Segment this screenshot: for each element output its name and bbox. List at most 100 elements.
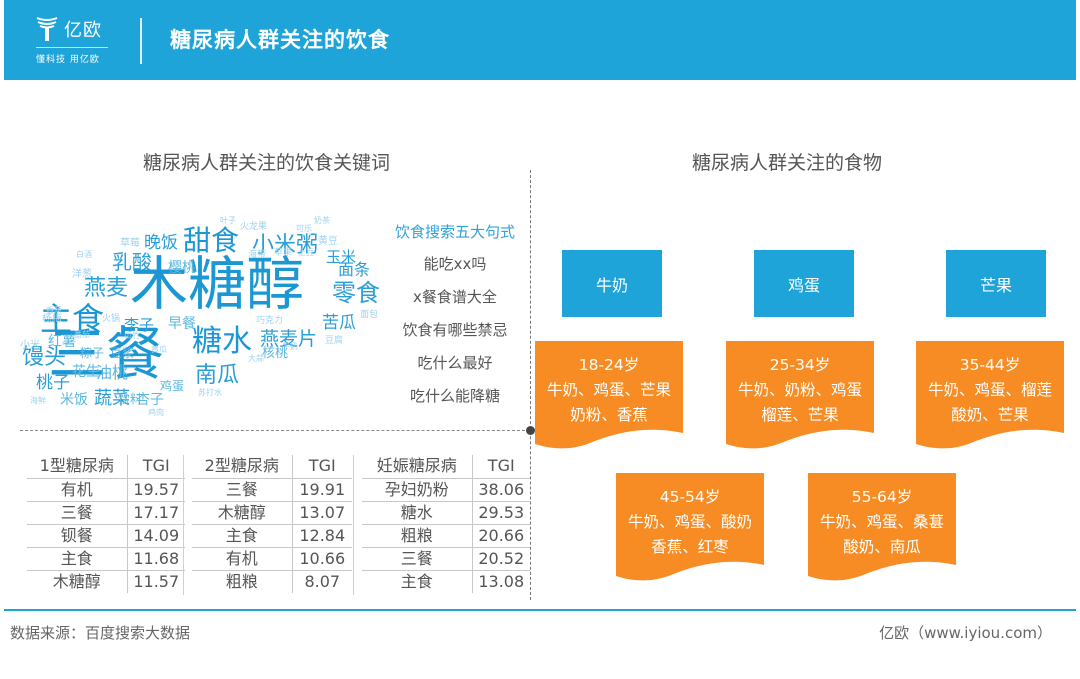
- word-cloud-term: 黄豆: [318, 236, 338, 247]
- card-shape: [808, 473, 956, 581]
- table-separator: [353, 455, 354, 595]
- word-cloud-term: 面包: [360, 310, 379, 320]
- age-group-card: 25-34岁牛奶、奶粉、鸡蛋榴莲、芒果: [726, 341, 874, 453]
- tgi-cell: 29.53: [472, 501, 530, 525]
- keyword-cell: 粗粮: [192, 570, 293, 593]
- word-cloud-term: 糖水: [192, 324, 252, 359]
- word-cloud-term: 番茄: [74, 330, 90, 339]
- logo[interactable]: 亿欧 懂科技 用亿欧: [36, 14, 146, 70]
- age-range: 35-44岁: [959, 356, 1021, 374]
- search-patterns-title: 饮食搜索五大句式: [394, 223, 515, 241]
- word-cloud-term: 可乐: [296, 224, 312, 233]
- table-row: 粗粮 8.07: [192, 570, 352, 593]
- word-cloud-term: 米饭: [60, 392, 88, 408]
- keyword-cell: 三餐: [362, 547, 473, 571]
- keyword-cell: 主食: [192, 524, 293, 548]
- age-group-card: 35-44岁牛奶、鸡蛋、榴莲酸奶、芒果: [916, 341, 1064, 453]
- age-foods-line1: 牛奶、奶粉、鸡蛋: [737, 381, 862, 399]
- word-cloud-term: 火龙果: [240, 222, 268, 232]
- word-cloud-term: 苏打水: [198, 388, 222, 397]
- tgi-cell: 13.08: [478, 571, 525, 591]
- age-foods-line2: 榴莲、芒果: [761, 406, 839, 424]
- age-foods-line1: 牛奶、鸡蛋、酸奶: [627, 513, 752, 531]
- word-cloud-term: 豆腐: [325, 336, 344, 346]
- word-cloud-term: 洋葱: [72, 269, 92, 280]
- word-cloud-term: 面条: [338, 260, 371, 279]
- table-header-cell: 1型糖尿病: [27, 455, 128, 479]
- word-cloud-term: 蔬菜: [94, 388, 130, 409]
- word-cloud-term: 燕麦片: [260, 328, 318, 350]
- card-shape: [535, 341, 683, 449]
- keywords-section-title: 糖尿病人群关注的饮食关键词: [143, 152, 391, 174]
- word-cloud-term: 核桃: [262, 346, 289, 361]
- word-cloud-term: 白酒: [76, 250, 92, 259]
- word-cloud-term: 甜食: [183, 224, 240, 257]
- data-source: 数据来源：百度搜索大数据: [10, 624, 191, 642]
- keyword-cell: 主食: [362, 570, 473, 593]
- tgi-cell: 10.66: [292, 547, 352, 571]
- vertical-divider: [530, 170, 531, 600]
- footer-brand[interactable]: 亿欧（www.iyiou.com）: [879, 624, 1052, 642]
- keyword-cell: 钡餐: [27, 524, 128, 548]
- word-cloud-term: 油桃: [96, 363, 129, 382]
- tgi-cell: 11.68: [127, 547, 185, 571]
- table-header-cell: 妊娠糖尿病: [362, 455, 473, 479]
- keyword-cell: 孕妇奶粉: [362, 478, 473, 502]
- tgi-cell: 38.06: [472, 478, 530, 502]
- age-range: 45-54岁: [659, 488, 721, 506]
- tgi-cell: 12.84: [292, 524, 352, 548]
- table-header-cell: TGI: [472, 455, 530, 479]
- keyword-cell: 有机: [27, 478, 128, 502]
- age-foods-line1: 牛奶、鸡蛋、榴莲: [927, 381, 1052, 399]
- keyword-cell: 木糖醇: [192, 501, 293, 525]
- table-header-cell: 2型糖尿病: [192, 455, 293, 479]
- tgi-cell: 20.52: [472, 547, 530, 571]
- age-foods-line2: 酸奶、芒果: [951, 406, 1029, 424]
- table-separator: [183, 455, 184, 595]
- word-cloud-term: 花生: [72, 364, 100, 380]
- word-cloud-term: 土豆: [298, 248, 314, 257]
- word-cloud-term: 鸡蛋: [160, 379, 185, 393]
- word-cloud-term: 晚饭: [144, 233, 178, 253]
- top-food-box: 牛奶: [562, 250, 662, 317]
- card-shape: [616, 473, 764, 581]
- top-food-box: 芒果: [946, 250, 1046, 317]
- keyword-word-cloud: 木糖醇三餐主食甜食糖水小米粥零食燕麦馒头南瓜乳酸燕麦片晚饭苦瓜面条李子蔬菜桃子樱…: [20, 215, 385, 420]
- age-group-card: 45-54岁牛奶、鸡蛋、酸奶香蕉、红枣: [616, 473, 764, 585]
- word-cloud-term: 三餐: [48, 320, 165, 388]
- search-pattern-item: x餐食谱大全: [413, 288, 497, 306]
- search-pattern-item: 吃什么最好: [417, 354, 493, 372]
- word-cloud-term: 木糖醇: [130, 250, 305, 318]
- word-cloud-term: 粽子: [80, 346, 105, 360]
- word-cloud-term: 草莓: [120, 238, 140, 249]
- word-cloud-term: 樱桃: [168, 260, 196, 276]
- age-foods-line2: 奶粉、香蕉: [570, 406, 648, 424]
- word-cloud-term: 海鲜: [30, 396, 46, 405]
- word-cloud-term: 杏子: [136, 392, 164, 408]
- age-range: 55-64岁: [851, 488, 913, 506]
- table-header-cell: TGI: [127, 455, 185, 479]
- word-cloud-term: 乳酸: [112, 250, 152, 274]
- word-cloud-term: 苦瓜: [322, 313, 356, 333]
- tgi-cell: 8.07: [304, 571, 341, 591]
- word-cloud-term: 巧克力: [256, 316, 284, 326]
- logo-mark-icon: [36, 17, 58, 41]
- word-cloud-term: 南瓜: [195, 363, 240, 388]
- word-cloud-term: 主食: [40, 300, 105, 338]
- word-cloud-term: 小米粥: [252, 233, 319, 258]
